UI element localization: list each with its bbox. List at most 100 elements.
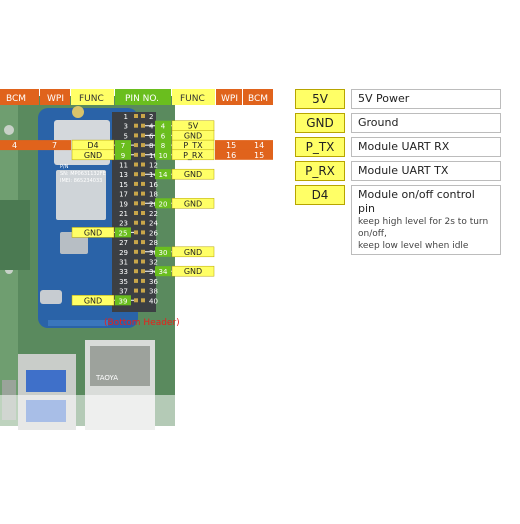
pin-func-label-right: P_TX: [183, 141, 203, 150]
header-bcm-left: BCM: [6, 94, 26, 104]
pin-number-badge-text: 7: [121, 142, 125, 150]
legend-tag-prx: P_RX: [295, 161, 345, 181]
pin-bcm-right: 14: [254, 141, 264, 150]
legend-tag-5v: 5V: [295, 89, 345, 109]
pin-number-badge-text: 34: [159, 268, 168, 276]
pin-number-badge: [115, 295, 131, 306]
legend-desc-5v: 5V Power: [351, 89, 501, 109]
pin-number-left: 5: [124, 132, 128, 140]
pin-number-right: 28: [149, 239, 158, 247]
pin-number-badge: [155, 169, 171, 180]
pin-number-left: 15: [119, 181, 128, 189]
header-pin-right: [141, 162, 145, 167]
pin-number-badge-text: 39: [119, 297, 128, 305]
header-pin-left: [134, 278, 138, 283]
header-pin-right: [141, 143, 145, 148]
pin-number-badge-text: 30: [159, 249, 168, 257]
header-pin-left: [134, 191, 138, 196]
header-bcm-right: BCM: [248, 94, 268, 104]
pin-number-left: 23: [119, 220, 128, 228]
header-pin-right: [141, 298, 145, 303]
pin-number-badge: [155, 120, 171, 131]
pin-number-right: 18: [149, 191, 158, 199]
pin-number-right: 22: [149, 210, 158, 218]
pin-func-box-right: [171, 149, 215, 161]
header-pin-left: [134, 143, 138, 148]
header-pin-right: [141, 201, 145, 206]
legend-desc-text: Module UART RX: [358, 140, 450, 153]
pin-number-right: 8: [149, 142, 153, 150]
header-pin-right: [141, 288, 145, 293]
header-pin-right: [141, 211, 145, 215]
pin-number-badge: [155, 140, 171, 151]
pin-number-left: 19: [119, 200, 128, 208]
pin-func-label-left: GND: [84, 151, 102, 160]
pin-number-badge: [115, 149, 131, 160]
pin-number-badge: [115, 227, 131, 238]
module-pn-text: P/N: [60, 164, 69, 170]
header-pin-right: [141, 133, 145, 138]
bottom-header-label: (Bottom Header): [104, 318, 180, 328]
pin-number-right: 2: [149, 113, 153, 121]
header-pin-left: [134, 249, 138, 254]
pin-number-badge-text: 25: [119, 229, 128, 237]
pin-number-right: 20: [149, 200, 158, 208]
legend-row-prx: P_RX Module UART TX: [295, 161, 501, 181]
header-func-right: FUNC: [180, 94, 205, 104]
header-pin-right: [141, 249, 145, 254]
pin-func-label-right: GND: [184, 248, 202, 257]
pin-func-box-right: [171, 198, 215, 209]
pin-func-box-right: [171, 265, 215, 277]
legend-row-gnd: GND Ground: [295, 113, 501, 133]
header-pin-right: [141, 114, 145, 118]
legend-desc-text: Module UART TX: [358, 164, 449, 177]
pin-number-right: 14: [149, 171, 158, 179]
legend-note-line1: keep high level for 2s to turn on/off,: [358, 217, 489, 239]
pin-func-label-right: GND: [184, 199, 202, 208]
pin-func-box-right: [171, 168, 215, 180]
jack-brand-text: TAOYA: [95, 374, 118, 382]
header-pin-left: [134, 220, 138, 225]
legend-desc-ptx: Module UART RX: [351, 137, 501, 157]
header-pin-left: [134, 181, 138, 186]
pin-func-box-left: [71, 149, 115, 161]
pin-number-right: 32: [149, 259, 158, 267]
pin-func-label-left: D4: [87, 141, 98, 150]
legend-desc-text: 5V Power: [358, 92, 410, 105]
pin-number-badge-text: 8: [161, 142, 165, 150]
pin-wpi-left: 7: [52, 141, 57, 150]
pin-number-badge: [155, 246, 171, 257]
pin-func-label-right: GND: [184, 170, 202, 179]
legend-tag-d4: D4: [295, 185, 345, 205]
pin-number-left: 35: [119, 278, 128, 286]
pin-number-left: 3: [124, 123, 128, 131]
pin-number-left: 27: [119, 239, 128, 247]
header-pin-left: [134, 240, 138, 245]
pin-number-left: 13: [119, 171, 128, 179]
header-pin-right: [141, 152, 145, 157]
legend-tag-ptx: P_TX: [295, 137, 345, 157]
legend-row-ptx: P_TX Module UART RX: [295, 137, 501, 157]
header-pin-left: [134, 230, 138, 235]
header-pin-right: [141, 172, 145, 177]
legend-tag-gnd: GND: [295, 113, 345, 133]
pin-number-left: 11: [119, 162, 128, 170]
pin-number-badge-text: 14: [159, 171, 168, 179]
header-func-left: FUNC: [79, 94, 104, 104]
header-pin-right: [141, 191, 145, 196]
pin-number-badge-text: 4: [161, 123, 166, 131]
pin-number-left: 21: [119, 210, 128, 218]
header-wpi-right: WPI: [221, 94, 238, 104]
pin-number-badge: [155, 149, 171, 160]
pin-func-label-right: GND: [184, 267, 202, 276]
pin-number-badge-text: 6: [161, 132, 166, 140]
header-pin-left: [134, 152, 138, 157]
pin-number-left: 37: [119, 288, 128, 296]
pin-number-right: 6: [149, 132, 154, 140]
pin-number-right: 38: [149, 288, 158, 296]
header-pin-left: [134, 201, 138, 206]
legend-row-d4: D4 Module on/off control pin keep high l…: [295, 185, 501, 255]
pin-number-right: 10: [149, 152, 158, 160]
